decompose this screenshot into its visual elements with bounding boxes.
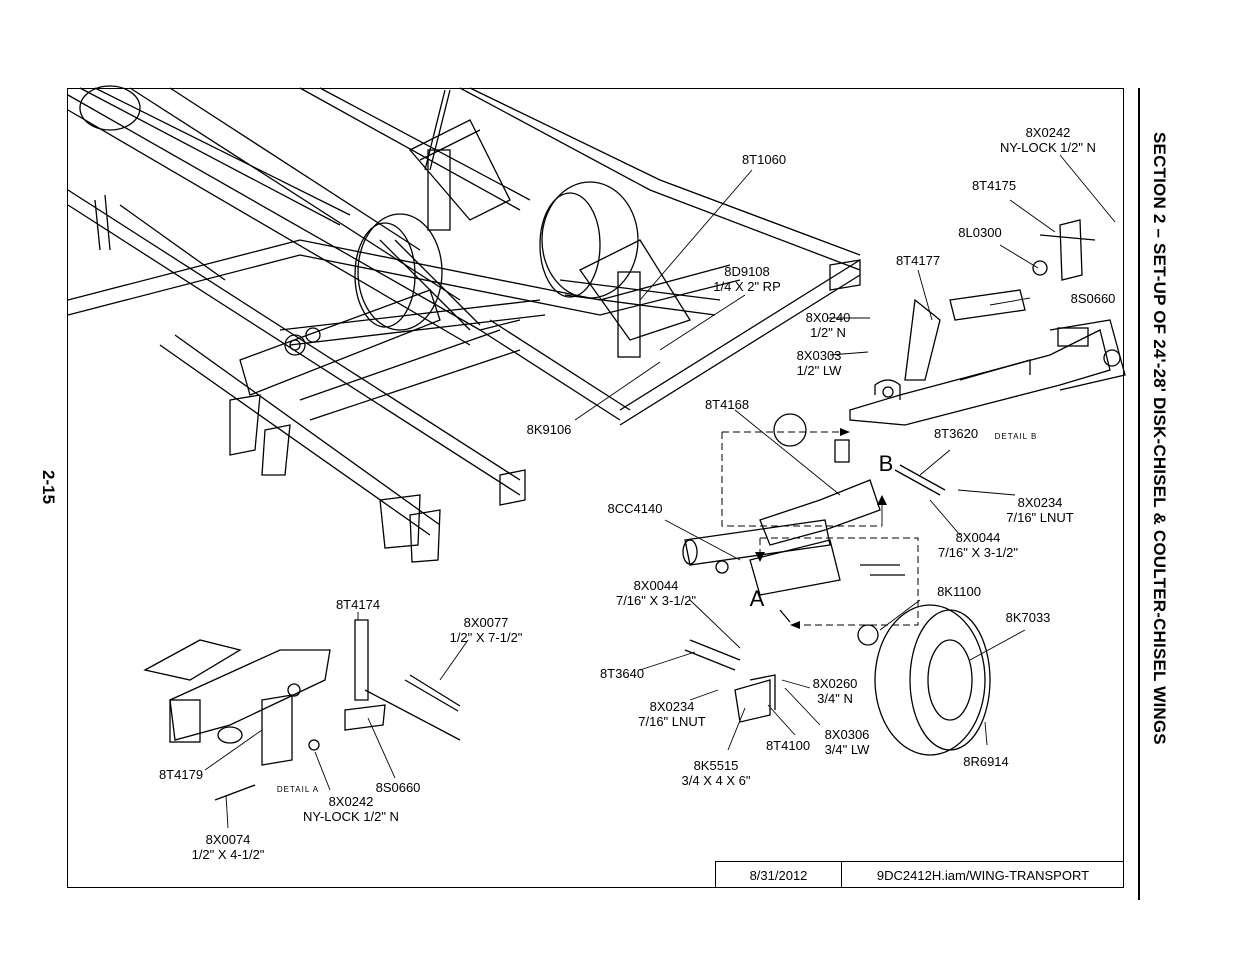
detail-boxes <box>721 428 919 629</box>
view-letter-b: B <box>878 451 894 476</box>
callout-8T4179: 8T4179 <box>158 767 204 782</box>
arrow-a <box>755 552 765 562</box>
callout-8T4168: 8T4168 <box>704 397 750 412</box>
callout-8T4100: 8T4100 <box>765 738 811 753</box>
callout-8K1100: 8K1100 <box>937 584 981 599</box>
callout-8T4174: 8T4174 <box>335 597 381 612</box>
section-divider-line <box>1138 88 1140 900</box>
arrow-b <box>877 495 887 505</box>
arrow-detail-a <box>790 621 800 629</box>
detail-a-label: DETAIL A <box>276 785 320 794</box>
callout-8L0300: 8L0300 <box>958 225 1002 240</box>
detail-b-art <box>849 319 1126 426</box>
callout-8T1060: 8T1060 <box>741 152 787 167</box>
axle-parts-art <box>344 219 1096 756</box>
callout-8S0660-top: 8S0660 <box>1070 291 1116 306</box>
arrow-detail-b <box>840 428 850 436</box>
callout-8T3640: 8T3640 <box>599 666 645 681</box>
callout-8R6914: 8R6914 <box>963 754 1009 769</box>
main-frame-art <box>67 85 861 563</box>
view-letter-a: A <box>749 586 765 611</box>
callout-8S0660-bottom: 8S0660 <box>375 780 421 795</box>
callout-8T4177: 8T4177 <box>895 253 941 268</box>
callout-8K9106: 8K9106 <box>526 422 572 437</box>
callout-8T4175: 8T4175 <box>971 178 1017 193</box>
title-block-date: 8/31/2012 <box>715 861 841 888</box>
callout-8CC4140: 8CC4140 <box>607 501 663 516</box>
title-block-file: 9DC2412H.iam/WING-TRANSPORT <box>841 861 1124 888</box>
callout-8T3620: 8T3620 <box>933 426 979 441</box>
detail-a-art <box>143 639 331 801</box>
drawing-border <box>67 88 1124 888</box>
leader-lines <box>204 154 1116 829</box>
callout-8K7033: 8K7033 <box>1005 610 1051 625</box>
detail-b-label: DETAIL B <box>994 432 1038 441</box>
